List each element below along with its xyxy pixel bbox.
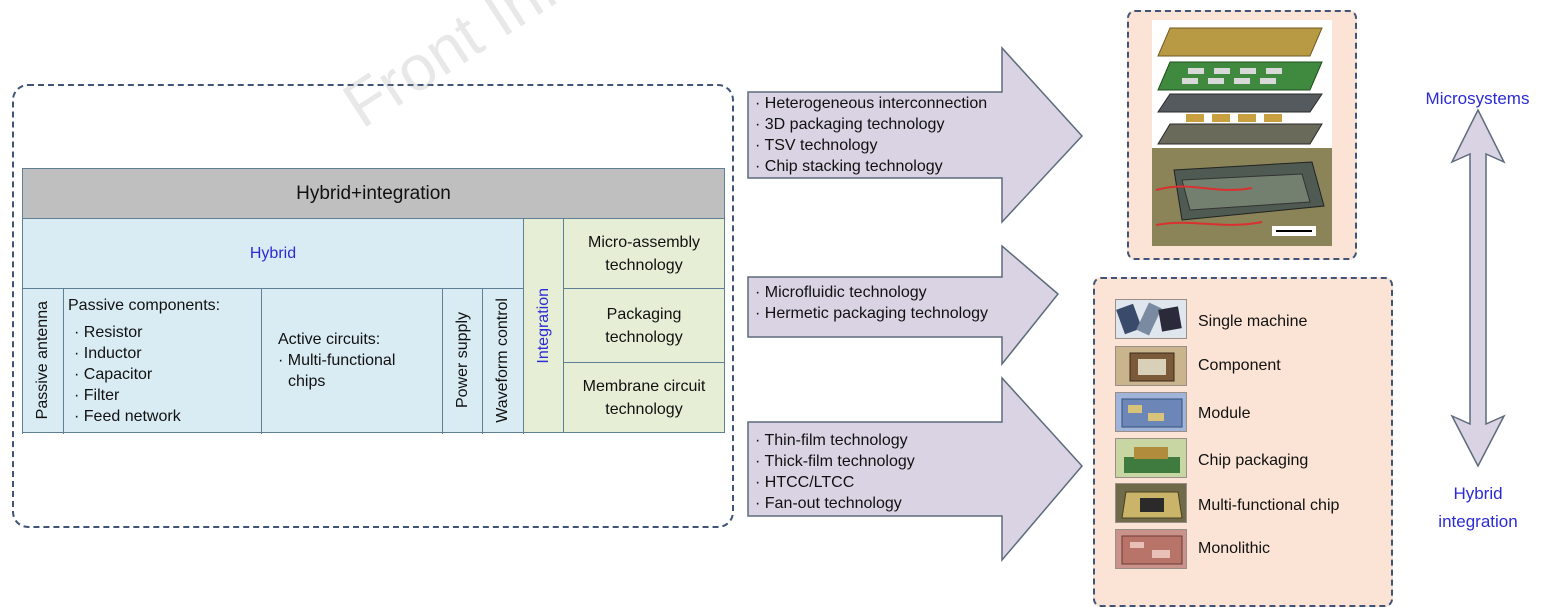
hybrid-to-microsystems-arrow xyxy=(1450,108,1506,468)
level-multi-functional-chip: Multi-functional chip xyxy=(1198,497,1340,514)
passive-antenna-label: Passive antenna xyxy=(34,301,51,420)
table-title: Hybrid+integration xyxy=(22,168,725,219)
arrow-bottom-item: · Thin-film technology xyxy=(755,432,908,449)
tech-micro-assembly-line1: Micro-assembly xyxy=(587,233,700,251)
arrow-top xyxy=(747,46,1084,224)
arrow-top-item: · Chip stacking technology xyxy=(755,158,943,175)
hybrid-integration-container xyxy=(12,84,734,528)
tech-packaging-line1: Packaging xyxy=(606,305,682,323)
power-supply-cell: Power supply xyxy=(442,288,483,433)
module-icon xyxy=(1115,392,1187,432)
arrow-bottom xyxy=(747,376,1083,563)
tech-cell-micro-assembly: Micro-assembly technology xyxy=(563,218,725,289)
hybrid-integration-label-line1: Hybrid xyxy=(1453,484,1503,503)
waveform-control-label: Waveform control xyxy=(494,298,511,423)
level-single-machine: Single machine xyxy=(1198,313,1308,330)
tech-cell-packaging: Packaging technology xyxy=(563,288,725,363)
power-supply-label: Power supply xyxy=(453,312,471,409)
arrow-top-item: · TSV technology xyxy=(755,137,878,154)
level-component: Component xyxy=(1198,357,1281,374)
active-item: chips xyxy=(288,373,326,390)
arrow-bottom-list: · Thin-film technology · Thick-film tech… xyxy=(755,430,915,514)
passive-item: · Filter xyxy=(74,387,120,404)
chip-packaging-icon xyxy=(1115,438,1187,478)
arrow-bottom-item: · Thick-film technology xyxy=(755,453,915,470)
arrow-middle-item: · Hermetic packaging technology xyxy=(755,305,989,322)
passive-antenna-cell: Passive antenna xyxy=(22,288,64,433)
component-icon xyxy=(1115,346,1187,386)
tech-membrane-line1: Membrane circuit xyxy=(582,377,706,395)
active-item: · Multi-functional xyxy=(278,352,396,369)
tech-cell-membrane-circuit: Membrane circuit technology xyxy=(563,362,725,433)
hybrid-header-text: Hybrid xyxy=(249,244,297,262)
arrow-top-item: · 3D packaging technology xyxy=(755,116,945,133)
active-circuits-heading: Active circuits: xyxy=(278,331,381,348)
arrow-bottom-item: · HTCC/LTCC xyxy=(755,474,855,491)
tech-packaging-line2: technology xyxy=(605,328,683,346)
passive-item: · Inductor xyxy=(74,345,142,362)
level-monolithic: Monolithic xyxy=(1198,540,1271,557)
microsystems-label: Microsystems xyxy=(1425,89,1530,108)
integration-label: Integration xyxy=(534,287,552,364)
arrow-bottom-item: · Fan-out technology xyxy=(755,495,902,512)
arrow-middle xyxy=(747,244,1060,367)
active-circuits-cell: Active circuits: · Multi-functional chip… xyxy=(261,288,443,433)
passive-item: · Feed network xyxy=(74,408,181,425)
tech-membrane-line2: technology xyxy=(605,400,683,418)
hybrid-header: Hybrid xyxy=(22,218,524,289)
tech-micro-assembly-line2: technology xyxy=(605,256,683,274)
arrow-top-item: · Heterogeneous interconnection xyxy=(755,95,988,112)
level-module: Module xyxy=(1198,405,1251,422)
passive-item: · Resistor xyxy=(74,324,143,341)
single-machine-icon xyxy=(1115,299,1187,339)
passive-item: · Capacitor xyxy=(74,366,153,383)
level-chip-packaging: Chip packaging xyxy=(1198,452,1309,469)
arrow-middle-item: · Microfluidic technology xyxy=(755,284,927,301)
arrow-top-list: · Heterogeneous interconnection · 3D pac… xyxy=(755,93,987,177)
3d-stack-illustration xyxy=(1152,20,1332,246)
table-title-text: Hybrid+integration xyxy=(296,182,451,204)
multi-functional-chip-icon xyxy=(1115,483,1187,523)
passive-components-heading: Passive components: xyxy=(68,297,221,314)
hybrid-integration-table: Hybrid+integration Hybrid Integration Mi… xyxy=(22,168,725,433)
integration-cell: Integration xyxy=(523,218,564,433)
passive-components-cell: Passive components: · Resistor · Inducto… xyxy=(63,288,262,433)
arrow-middle-list: · Microfluidic technology · Hermetic pac… xyxy=(755,282,988,324)
waveform-control-cell: Waveform control xyxy=(482,288,524,433)
hybrid-integration-label-line2: integration xyxy=(1438,512,1518,531)
monolithic-icon xyxy=(1115,529,1187,569)
technology-arrows xyxy=(747,46,1084,563)
